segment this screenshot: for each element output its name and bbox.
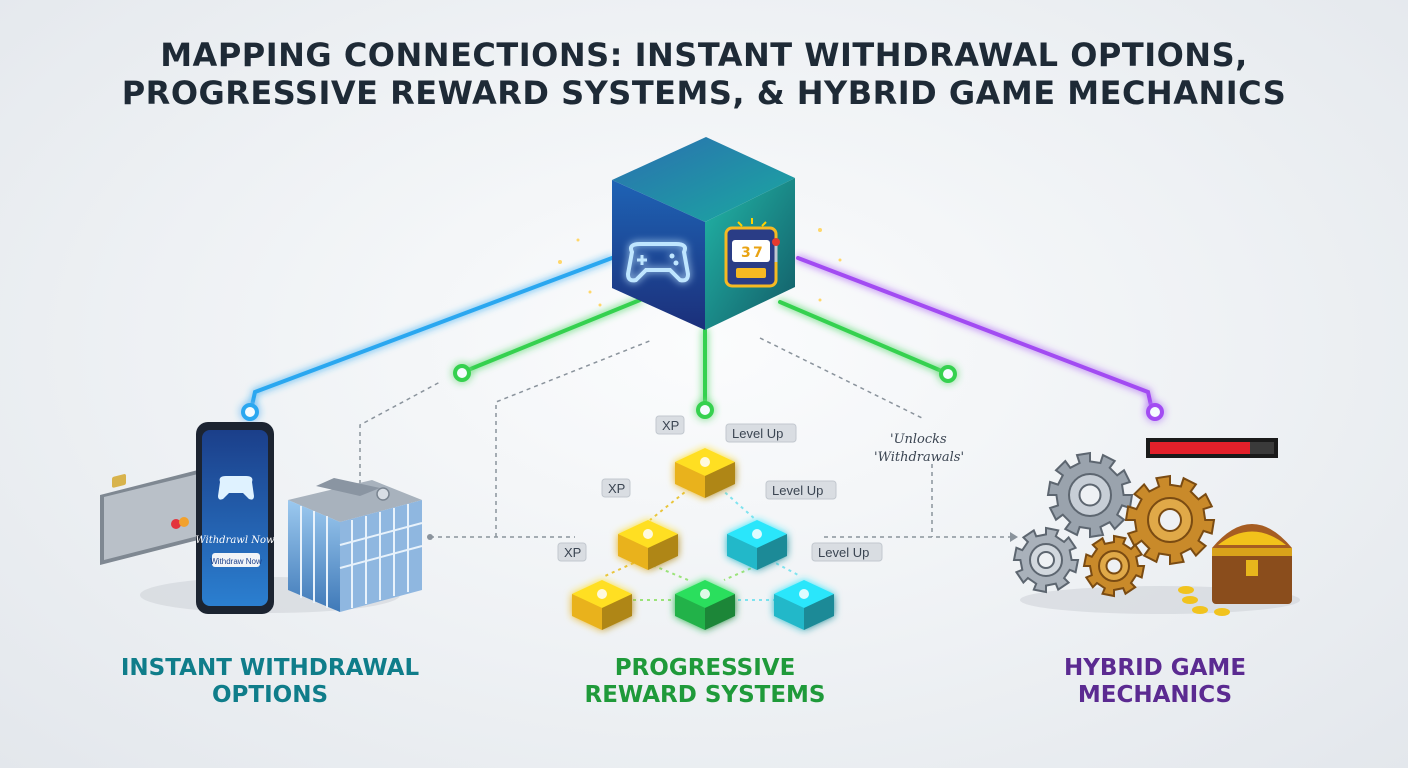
gamepad-icon [625, 242, 691, 283]
reward-cube-mid-right [727, 520, 787, 570]
treasure-chest-icon [1178, 524, 1292, 616]
gear-icon-large-silver [1046, 451, 1134, 539]
slot-machine-icon: 3 7 [724, 218, 780, 288]
hybrid-section-label: HYBRID GAME MECHANICS [975, 655, 1335, 709]
tag-level-up-top: Level Up [725, 423, 797, 443]
phone-title: Withdrawl Now [195, 535, 275, 546]
tag-xp-middle: XP [601, 478, 631, 498]
rewards-label-line-2: REWARD SYSTEMS [584, 682, 826, 708]
smartphone: Withdrawl Now Withdraw Now [195, 422, 275, 614]
reward-cube-top [675, 448, 735, 498]
green-left-connection-line [466, 298, 642, 372]
dashed-flow-lines [359, 337, 1010, 538]
reward-cube-mid-left [618, 520, 678, 570]
dashed-line-center-left [495, 339, 653, 537]
bank-building-icon [288, 478, 423, 612]
phone-gamepad-icon [218, 476, 254, 500]
tag-xp-middle-label: XP [608, 481, 625, 496]
hub-cube-left [612, 180, 705, 330]
hub-cube: 3 7 [612, 137, 795, 330]
tag-level-up-bottom: Level Up [811, 542, 883, 562]
gear-icon-small-bronze [1082, 534, 1146, 598]
tag-xp-top-label: XP [662, 418, 679, 433]
tag-level-up-bottom-label: Level Up [818, 545, 869, 560]
credit-card-icon [100, 470, 198, 565]
connection-nodes [241, 364, 1164, 421]
tag-xp-bottom-label: XP [564, 545, 581, 560]
annotation-line-2: 'Withdrawals' [874, 450, 964, 465]
dashed-line-center-right [759, 337, 923, 419]
arrow-head-right [1010, 532, 1018, 542]
reward-network: XP Level Up XP Level Up XP Level Up [557, 415, 883, 630]
gear-icon-large-bronze [1124, 474, 1216, 566]
rewards-section-label: PROGRESSIVE REWARD SYSTEMS [525, 655, 885, 709]
dashed-endpoint-left [427, 534, 433, 540]
phone-button-label: Withdraw Now [210, 557, 262, 566]
title-line-2: PROGRESSIVE REWARD SYSTEMS, & HYBRID GAM… [121, 74, 1287, 112]
green-center-node [696, 401, 714, 419]
withdrawal-illustration: Withdrawl Now Withdraw Now [100, 422, 423, 614]
green-left-node [453, 364, 471, 382]
reward-cube-bottom-center [675, 580, 735, 630]
rewards-label-line-1: PROGRESSIVE [614, 655, 796, 681]
blue-node [241, 403, 259, 421]
withdrawal-section-label: INSTANT WITHDRAWAL OPTIONS [90, 655, 450, 709]
green-right-connection-line [778, 300, 946, 374]
svg-text:3: 3 [741, 245, 751, 261]
annotation-line-1: 'Unlocks [890, 432, 947, 447]
hybrid-illustration [1012, 438, 1300, 616]
svg-text:7: 7 [753, 245, 763, 261]
tag-level-up-middle-label: Level Up [772, 483, 823, 498]
hybrid-label-line-2: MECHANICS [1077, 682, 1233, 708]
hybrid-label-line-1: HYBRID GAME [1063, 655, 1247, 681]
reward-cube-bottom-right [774, 580, 834, 630]
title-line-1: MAPPING CONNECTIONS: INSTANT WITHDRAWAL … [160, 36, 1248, 74]
reward-cube-bottom-left [572, 580, 632, 630]
hub-cube-top [612, 137, 795, 222]
green-right-node [939, 365, 957, 383]
withdrawal-label-line-1: INSTANT WITHDRAWAL [120, 655, 420, 681]
tag-level-up-top-label: Level Up [732, 426, 783, 441]
tag-level-up-middle: Level Up [765, 480, 837, 500]
tag-xp-top: XP [655, 415, 685, 435]
gear-icon-small-silver [1012, 526, 1080, 594]
purple-node [1146, 403, 1164, 421]
dashed-line-left-upper [359, 381, 441, 500]
withdrawal-label-line-2: OPTIONS [211, 682, 329, 708]
tag-xp-bottom: XP [557, 542, 587, 562]
purple-connection-line [796, 256, 1154, 412]
health-bar [1146, 438, 1278, 458]
phone-withdraw-button[interactable] [212, 553, 260, 567]
